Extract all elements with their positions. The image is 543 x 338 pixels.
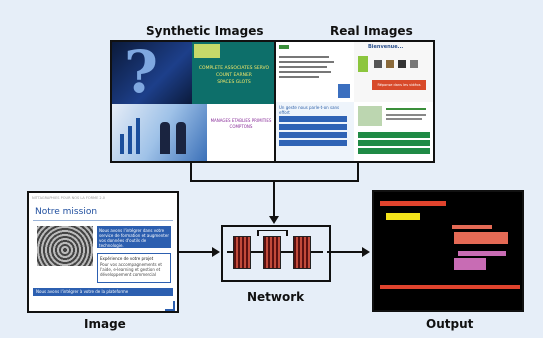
synthetic-text-3: SPACES GLOTS — [217, 80, 251, 85]
panel-divider — [274, 42, 276, 161]
synthetic-text-4: MANAGES ETABLIES PRIMITIES — [210, 118, 272, 123]
handshake-people — [160, 122, 170, 154]
maze-image — [37, 226, 93, 266]
seg-body-1 — [452, 225, 492, 229]
network-layer-3 — [293, 236, 311, 269]
image-body-text: Nous avons l'intégrer dans votre service… — [99, 228, 169, 248]
corner-mark — [165, 301, 175, 311]
seg-box-1 — [458, 251, 506, 256]
real-title: Bienvenue... — [368, 44, 404, 50]
image-box-text: Pour vos accompagnements et l'aide, e-le… — [100, 262, 162, 277]
real-images-label: Real Images — [330, 24, 413, 38]
synthetic-text-2: COUNT EARNER — [216, 73, 252, 78]
real-question: Un geste nous parle-t-on sans effort — [279, 105, 340, 115]
skip-connection-1 — [257, 230, 259, 236]
image-footer: Nous avons l'intégrer à votre de la plat… — [33, 288, 173, 296]
connector-left-down — [190, 163, 192, 181]
synthetic-tile-white: MANAGES ETABLIES PRIMITIES COMPTONS — [207, 104, 274, 161]
real-tile-quiz: Un geste nous parle-t-on sans effort — [276, 102, 354, 161]
real-button: Réponse dans les vidéos — [372, 80, 426, 90]
real-tile-green — [354, 102, 433, 161]
synthetic-tile-question: ? — [112, 42, 192, 106]
arrow-head-network-to-output — [362, 247, 370, 257]
image-inner-box: Expérience de votre projet Pour vos acco… — [97, 253, 171, 283]
connector-right-down — [357, 163, 359, 181]
real-tile-doc — [276, 42, 355, 102]
synthetic-tile-business — [112, 104, 207, 161]
synthetic-images-collage: ? COMPLETE ASSOCIATES SERVO COUNT EARNER… — [112, 42, 274, 161]
synthetic-text-1: COMPLETE ASSOCIATES SERVO — [198, 66, 270, 71]
image-body-box: Nous avons l'intégrer dans votre service… — [97, 226, 171, 248]
network-block — [221, 225, 331, 282]
network-layer-1 — [233, 236, 251, 269]
connector-center-down — [273, 180, 275, 217]
seg-body-2 — [454, 232, 508, 244]
training-images-panel: ? COMPLETE ASSOCIATES SERVO COUNT EARNER… — [110, 40, 435, 163]
input-image-panel: NITTAGRAPHIES POUR NOS LA FORME 2.0 Notr… — [27, 191, 179, 313]
synthetic-text-5: COMPTONS — [229, 124, 253, 129]
skip-connection-2 — [286, 233, 287, 234]
synthetic-tile-text: COMPLETE ASSOCIATES SERVO COUNT EARNER S… — [192, 42, 274, 104]
image-label: Image — [84, 317, 126, 331]
real-tile-welcome: Bienvenue... Réponse dans les vidéos — [354, 42, 433, 102]
arrow-image-to-network — [179, 251, 213, 253]
seg-footer-bar — [380, 285, 520, 289]
seg-title — [386, 213, 420, 220]
synthetic-images-label: Synthetic Images — [146, 24, 264, 38]
question-mark-icon: ? — [124, 42, 158, 106]
network-label: Network — [247, 290, 305, 304]
image-title: Notre mission — [35, 207, 98, 217]
arrow-into-network — [269, 216, 279, 224]
image-box-title: Expérience de votre projet — [100, 256, 154, 261]
arrow-network-to-output — [327, 251, 363, 253]
output-segmentation-panel — [372, 190, 524, 312]
output-label: Output — [426, 317, 474, 331]
seg-header-bar — [380, 201, 446, 206]
image-footer-text: Nous avons l'intégrer à votre de la plat… — [36, 289, 129, 294]
arrow-head-image-to-network — [212, 247, 220, 257]
seg-box-2 — [454, 258, 486, 270]
image-header: NITTAGRAPHIES POUR NOS LA FORME 2.0 — [32, 196, 105, 200]
real-images-collage: Bienvenue... Réponse dans les vidéos Un … — [276, 42, 433, 161]
network-layer-2 — [263, 236, 281, 269]
